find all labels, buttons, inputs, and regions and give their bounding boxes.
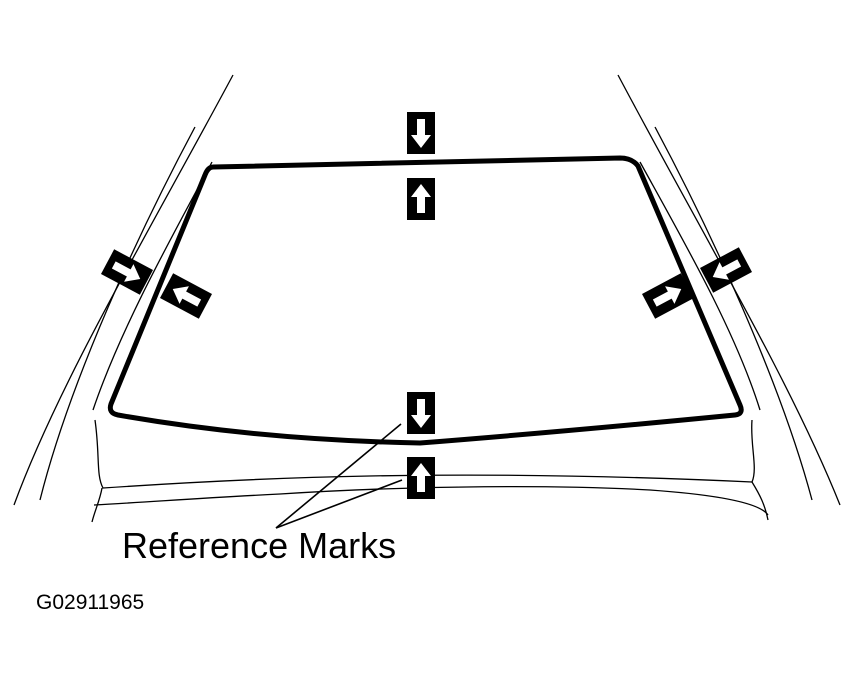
right-pillar-outer-line (617, 74, 841, 506)
reference-marks-label: Reference Marks (122, 525, 397, 566)
leader-line-upper (275, 423, 402, 529)
leader-line-lower (275, 479, 403, 529)
cowl-right-edge (751, 481, 769, 521)
reference-mark-top-outer (407, 112, 435, 154)
reference-mark-right-outer (700, 247, 752, 293)
leader-lines (275, 423, 403, 529)
reference-mark-bottom-inner (407, 392, 435, 434)
reference-mark-bottom-outer (407, 457, 435, 499)
windshield-outline (107, 155, 744, 446)
reference-marks (101, 112, 752, 499)
hood-line (93, 486, 769, 516)
reference-mark-left-outer (101, 249, 153, 295)
cowl-line-upper (94, 419, 755, 489)
reference-mark-left-inner (160, 273, 212, 319)
left-pillar-outer-line (13, 74, 234, 506)
figure-code: G02911965 (36, 591, 145, 614)
left-pillar-mid-line (39, 126, 196, 501)
reference-mark-top-inner (407, 178, 435, 220)
reference-mark-right-inner (642, 273, 694, 319)
right-pillar-inner-line (639, 161, 761, 411)
right-pillar-mid-line (654, 126, 813, 501)
